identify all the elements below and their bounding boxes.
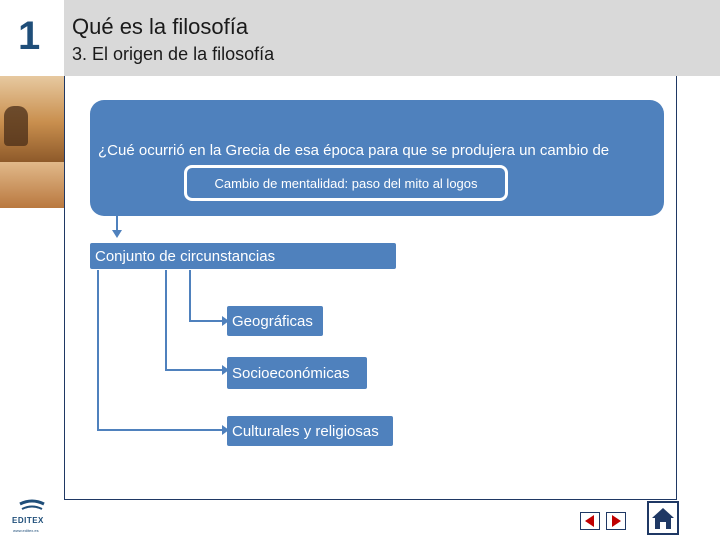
child-box-geografica: Geográficas [227, 306, 323, 336]
answer-box: Cambio de mentalidad: paso del mito al l… [184, 165, 508, 201]
connector-main-cultural [98, 270, 222, 430]
house-icon [649, 503, 677, 533]
main-box: Conjunto de circunstancias [90, 243, 396, 269]
main-label: Conjunto de circunstancias [95, 248, 275, 265]
child-label: Geográficas [232, 313, 313, 330]
child-label: Culturales y religiosas [232, 423, 379, 440]
child-box-cultural: Culturales y religiosas [227, 416, 393, 446]
logo-url: www.editex.es [13, 528, 39, 533]
connector-main-geo [190, 270, 222, 321]
triangle-right-icon [607, 513, 625, 529]
child-label: Socioeconómicas [232, 365, 350, 382]
home-button[interactable] [647, 501, 679, 535]
next-button[interactable] [606, 512, 626, 530]
child-box-socioeconomica: Socioeconómicas [227, 357, 367, 389]
arrowhead-main [112, 230, 122, 238]
logo-wordmark: EDITEX [12, 516, 44, 525]
answer-text: Cambio de mentalidad: paso del mito al l… [214, 176, 477, 191]
triangle-left-icon [581, 513, 599, 529]
prev-button[interactable] [580, 512, 600, 530]
